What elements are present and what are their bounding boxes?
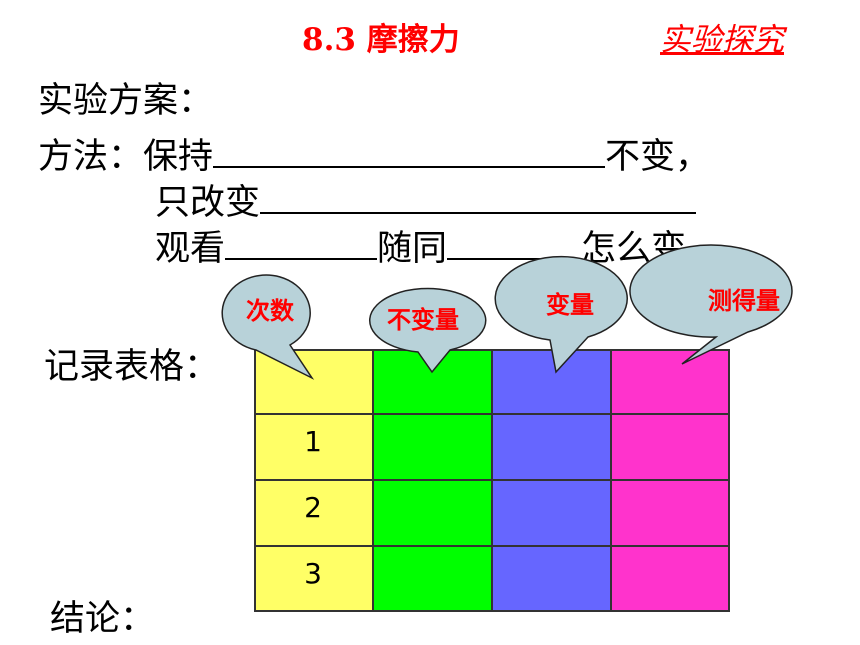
blank-observed <box>225 228 378 260</box>
plan-heading: 实验方案： <box>38 81 214 121</box>
observe-line: 观看随同怎么变 <box>155 220 686 271</box>
page-title: 8.3 摩擦力 <box>302 22 460 58</box>
bubble-measured-label: 测得量 <box>708 287 780 315</box>
section-tag: 实验探究 <box>660 22 784 58</box>
follow-label: 随同 <box>377 229 448 269</box>
callout-bubble <box>221 274 315 380</box>
row-number: 2 <box>304 491 322 524</box>
method-line: 方法：保持 不变， <box>38 128 710 179</box>
change-line: 只改变 <box>155 174 697 225</box>
change-label: 只改变 <box>155 183 261 223</box>
table-border <box>254 349 730 612</box>
row-number: 1 <box>304 425 322 458</box>
table-divider <box>254 479 730 481</box>
table-divider <box>254 413 730 415</box>
bubble-count-label: 次数 <box>246 297 294 325</box>
observe-label: 观看 <box>155 229 226 269</box>
table-label: 记录表格： <box>44 347 220 387</box>
method-label: 方法：保持 <box>38 137 214 177</box>
callout-bubble <box>629 244 793 365</box>
conclusion-label: 结论： <box>50 599 156 639</box>
bubble-variable-label: 变量 <box>546 291 594 319</box>
method-tail: 不变， <box>605 137 711 177</box>
callout-bubble <box>368 287 487 374</box>
callout-bubble <box>494 255 628 374</box>
blank-held-constant <box>213 136 606 168</box>
bubble-constant-label: 不变量 <box>387 306 459 334</box>
blank-follow <box>447 228 582 260</box>
table-divider <box>254 545 730 547</box>
blank-changed <box>260 182 697 214</box>
row-number: 3 <box>304 557 322 590</box>
